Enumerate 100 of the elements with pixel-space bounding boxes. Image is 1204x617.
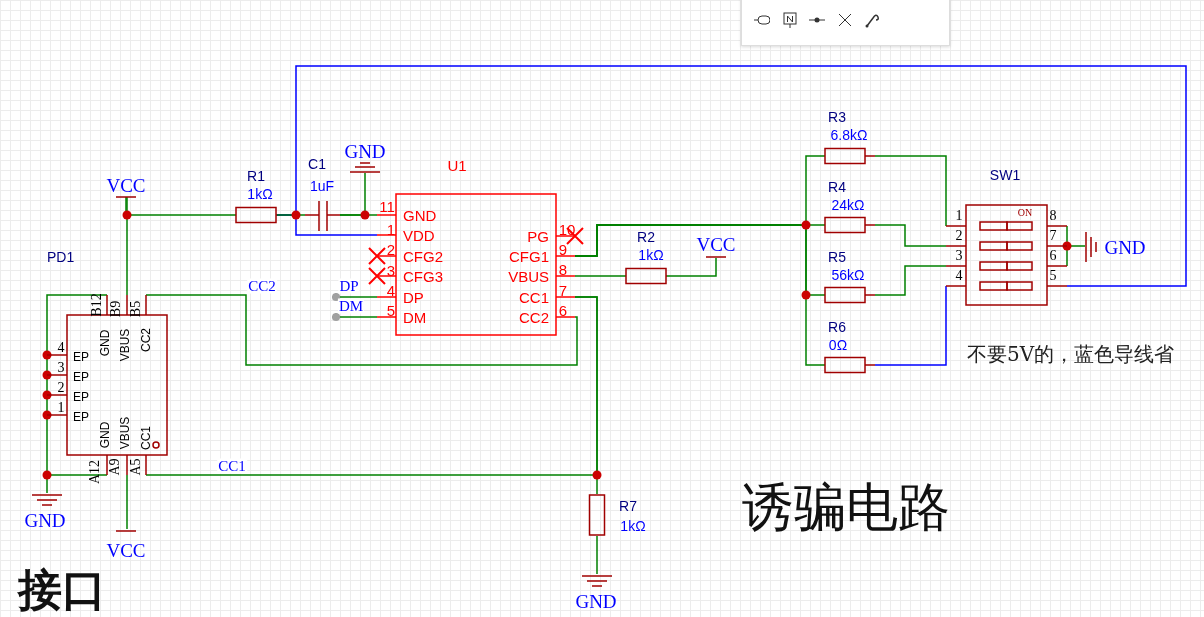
pin-number: 1 (57, 401, 65, 415)
wire (125, 196, 237, 216)
net-label: DM (337, 298, 365, 314)
reference-designator: R4 (828, 180, 846, 194)
wire (126, 474, 128, 530)
pin-number: 4 (57, 341, 65, 355)
reference-designator: C1 (308, 157, 326, 171)
component-value: 6.8kΩ (830, 128, 868, 142)
pin-number: 9 (558, 241, 568, 257)
pin-name: CFG1 (509, 248, 549, 264)
pin-number: 2 (955, 229, 963, 243)
pin-number: 3 (386, 262, 396, 278)
power-net-label: GND (575, 591, 617, 611)
pin-number: 2 (386, 241, 396, 257)
pin-name: CC2 (140, 328, 152, 352)
net-label: DP (338, 278, 360, 294)
pin-number: 8 (1049, 209, 1057, 223)
wire (874, 155, 947, 227)
wire (874, 265, 947, 296)
wire (596, 535, 598, 575)
pin-name: CFG2 (403, 248, 443, 264)
pin-number: 7 (558, 282, 568, 298)
pin-number: B5 (129, 300, 143, 318)
component-value: 56kΩ (831, 268, 865, 282)
pin-number: 1 (386, 221, 396, 237)
component-value: 1kΩ (247, 187, 273, 201)
heading-text: 接口 (18, 568, 106, 612)
component-value: 1kΩ (638, 248, 664, 262)
switch-marking: ON (1017, 208, 1033, 218)
wire (1066, 225, 1086, 267)
pin-number: 2 (57, 381, 65, 395)
wire (145, 294, 578, 366)
pin-name: EP (73, 371, 89, 383)
wire (126, 196, 128, 296)
net-label: CC2 (247, 278, 277, 294)
pin-name: PG (527, 228, 549, 244)
wire (874, 224, 947, 247)
component-value: 1uF (309, 179, 335, 193)
reference-designator: R3 (828, 110, 846, 124)
pin-number: 1 (955, 209, 963, 223)
pin-number: 11 (379, 198, 395, 214)
power-net-label: VCC (106, 540, 146, 560)
pin-name: DM (403, 309, 427, 325)
reference-designator: SW1 (989, 168, 1021, 182)
note-text: 不要5V的，蓝色导线省 (967, 344, 1175, 364)
pin-name: CC1 (519, 289, 549, 305)
power-net-label: VCC (106, 175, 146, 195)
pin-name: U1 (447, 157, 467, 173)
component-value: 24kΩ (831, 198, 865, 212)
pin-number: 5 (1049, 269, 1057, 283)
pin-name: VDD (403, 227, 435, 243)
pin-number: B12 (90, 293, 104, 317)
pin-name: EP (73, 391, 89, 403)
reference-designator: R5 (828, 250, 846, 264)
pin-name: CC2 (519, 309, 549, 325)
power-net-label: GND (344, 141, 386, 161)
wire (331, 292, 378, 302)
circuit-title: 诱骗电路 (742, 481, 950, 533)
pin-name: VBUS (119, 328, 131, 362)
pin-name: EP (73, 351, 89, 363)
pin-number: 6 (1049, 249, 1057, 263)
pin-name: VBUS (508, 268, 549, 284)
reference-designator: PD1 (47, 250, 75, 264)
pin-number: 6 (558, 302, 568, 318)
pin-name: GND (403, 207, 437, 223)
pin-number: 4 (955, 269, 963, 283)
wire (574, 224, 826, 366)
reference-designator: R1 (247, 169, 265, 183)
power-net-label: GND (24, 510, 66, 530)
power-net-label: VCC (696, 234, 736, 254)
pin-number: 4 (386, 282, 396, 298)
component-value: 0Ω (828, 338, 848, 352)
pin-name: CFG3 (403, 268, 443, 284)
pin-name: GND (99, 421, 111, 449)
component-value: 1kΩ (620, 519, 646, 533)
pin-number: A5 (129, 458, 143, 476)
pin-name: EP (73, 411, 89, 423)
wire (574, 275, 627, 277)
wire (574, 296, 598, 495)
wire (46, 294, 108, 494)
wire (339, 214, 378, 216)
wire (276, 214, 306, 216)
pin-name: DP (403, 289, 424, 305)
wire (874, 285, 947, 366)
reference-designator: R6 (828, 320, 846, 334)
pin-number: 10 (558, 221, 576, 237)
pin-name: GND (99, 329, 111, 357)
pin-name: CC1 (140, 426, 152, 450)
pin-number: B9 (109, 300, 123, 318)
wire (331, 312, 378, 322)
pin-number: A9 (108, 458, 122, 476)
pin-number: A12 (88, 459, 102, 485)
pin-number: 5 (386, 302, 396, 318)
pin-number: 7 (1049, 229, 1057, 243)
power-net-label: GND (1104, 237, 1146, 257)
pin-number: 3 (57, 361, 65, 375)
pin-name: VBUS (119, 416, 131, 450)
reference-designator: R7 (619, 499, 637, 513)
reference-designator: R2 (637, 230, 655, 244)
net-label: CC1 (217, 458, 247, 474)
